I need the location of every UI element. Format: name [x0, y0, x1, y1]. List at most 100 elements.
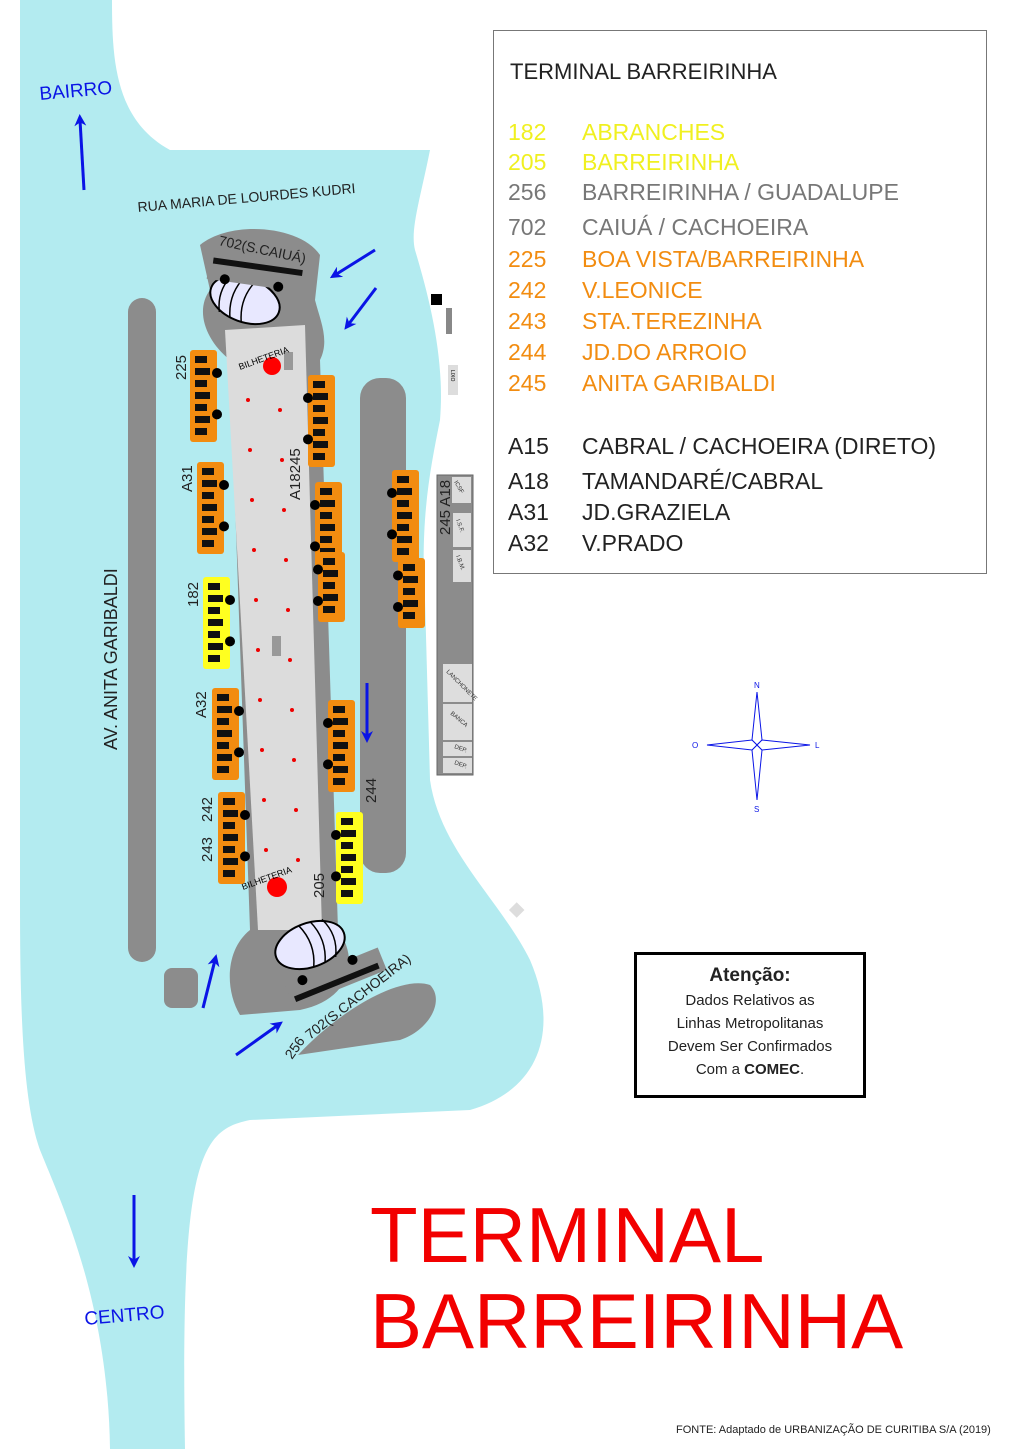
- ticket-booth-top-box: [284, 352, 293, 370]
- platform-kiosk: [272, 636, 281, 656]
- attention-comec: COMEC: [744, 1061, 801, 1078]
- bay-label-182: 182: [185, 582, 202, 607]
- platform-dots: [246, 398, 300, 862]
- ticket-booth-top: [263, 357, 281, 375]
- bay-label-225: 225: [173, 355, 190, 380]
- ticket-booth-bottom: [267, 877, 287, 897]
- bus: [313, 552, 345, 622]
- legend-code: 205: [508, 149, 547, 175]
- attention-heading: Atenção:: [709, 965, 791, 986]
- legend-name: CAIUÁ / CACHOEIRA: [582, 214, 809, 240]
- marker-diamond: [508, 902, 525, 918]
- kiosk-lixo: LIXO: [449, 370, 455, 382]
- bus: [303, 375, 335, 467]
- legend-line-182: 182 ABRANCHES: [508, 119, 725, 146]
- legend-name: BOA VISTA/BARREIRINHA: [582, 246, 865, 272]
- arrow-entry-bottom: [235, 1021, 283, 1057]
- bay-label-243: 243: [199, 837, 216, 862]
- legend-metro-A18: A18 TAMANDARÉ/CABRAL: [508, 468, 823, 495]
- bay-label-245a18: 245 A18: [437, 480, 454, 535]
- attention-line-4: Com a COMEC.: [637, 1058, 863, 1081]
- legend-name: BARREIRINHA / GUADALUPE: [582, 179, 899, 205]
- legend-line-205: 205 BARREIRINHA: [508, 149, 739, 176]
- legend-name: JD.DO ARROIO: [582, 339, 747, 365]
- bay-label-a32: A32: [193, 691, 210, 718]
- arrow-entry-2: [344, 287, 378, 330]
- bus: [218, 792, 250, 884]
- legend-code: A31: [508, 499, 549, 525]
- kiosk-ibm: I.B.M.: [454, 555, 465, 572]
- shelter-bottom: [274, 918, 346, 971]
- legend-code: 702: [508, 214, 547, 240]
- legend-title: TERMINAL BARREIRINHA: [510, 59, 777, 84]
- legend-name: TAMANDARÉ/CABRAL: [582, 468, 824, 494]
- legend-code: 225: [508, 246, 547, 272]
- title-line-1: TERMINAL: [370, 1191, 765, 1279]
- legend-name: STA.TEREZINHA: [582, 308, 762, 334]
- bus: [310, 482, 342, 574]
- legend-code: 244: [508, 339, 547, 365]
- island-bottom: [298, 983, 436, 1055]
- arrow-up-left: [201, 954, 220, 1009]
- bay-label-205: 205: [311, 873, 328, 898]
- bus: [203, 577, 235, 669]
- bus: [197, 462, 229, 554]
- legend-line-244: 244 JD.DO ARROIO: [508, 339, 747, 366]
- arrow-up-bairro: [74, 114, 87, 191]
- legend-name: CABRAL / CACHOEIRA (DIRETO): [582, 433, 937, 459]
- kiosk-isf: I.S.F.: [454, 519, 464, 534]
- bus: [212, 688, 244, 780]
- attention-line-1: Dados Relativos as: [685, 992, 815, 1009]
- bay-label-a18245: A18245: [287, 448, 304, 500]
- bay-label-244: 244: [363, 778, 380, 803]
- legend-line-225: 225 BOA VISTA/BARREIRINHA: [508, 246, 864, 273]
- kiosk-dep-2: DEP.: [453, 760, 468, 770]
- compass-w: O: [692, 741, 698, 750]
- legend-code: 182: [508, 119, 547, 145]
- street-av-anita: AV. ANITA GARIBALDI: [101, 568, 121, 750]
- title-line-2: BARREIRINHA: [370, 1277, 904, 1365]
- source-note: FONTE: Adaptado de URBANIZAÇÃO DE CURITI…: [676, 1424, 991, 1436]
- legend-code: A18: [508, 468, 549, 494]
- legend-name: BARREIRINHA: [582, 149, 740, 175]
- bus-702-bottom: [285, 947, 387, 1008]
- lixo-box: [448, 365, 458, 395]
- legend-name: ABRANCHES: [582, 119, 726, 145]
- attention-line-4-post: .: [800, 1061, 805, 1078]
- page-title: TERMINAL BARREIRINHA: [370, 1192, 903, 1364]
- legend-name: V.LEONICE: [582, 277, 703, 303]
- lixo-post: [446, 308, 452, 334]
- compass-n: N: [754, 681, 760, 690]
- bus: [393, 558, 425, 628]
- bay-label-242: 242: [199, 797, 216, 822]
- attention-line-3: Devem Ser Confirmados: [667, 1038, 833, 1055]
- compass-rose: [706, 691, 811, 801]
- bus-bays: [190, 350, 425, 904]
- legend-name: ANITA GARIBALDI: [582, 370, 776, 396]
- lixo-bin: [431, 294, 442, 305]
- kiosk-dep-1: DEP.: [453, 744, 468, 754]
- bus-702-top: [206, 255, 310, 293]
- island-left-bottom: [164, 968, 198, 1008]
- bus: [323, 700, 355, 792]
- legend-name: JD.GRAZIELA: [582, 499, 731, 525]
- legend-code: A32: [508, 530, 549, 556]
- compass-e: L: [815, 741, 820, 750]
- legend-line-242: 242 V.LEONICE: [508, 277, 703, 304]
- attention-box: Atenção: Dados Relativos as Linhas Metro…: [634, 952, 866, 1098]
- attention-line-4-pre: Com a: [695, 1061, 745, 1078]
- legend-metro-A31: A31 JD.GRAZIELA: [508, 499, 730, 526]
- bus: [387, 470, 419, 562]
- legend-code: 243: [508, 308, 547, 334]
- bus: [190, 350, 222, 442]
- bay-label-a31: A31: [179, 465, 196, 492]
- legend-code: 242: [508, 277, 547, 303]
- compass-s: S: [754, 805, 759, 814]
- bay-labels: 225 A31 182 A32 242 243 A18245 244 205: [173, 355, 380, 898]
